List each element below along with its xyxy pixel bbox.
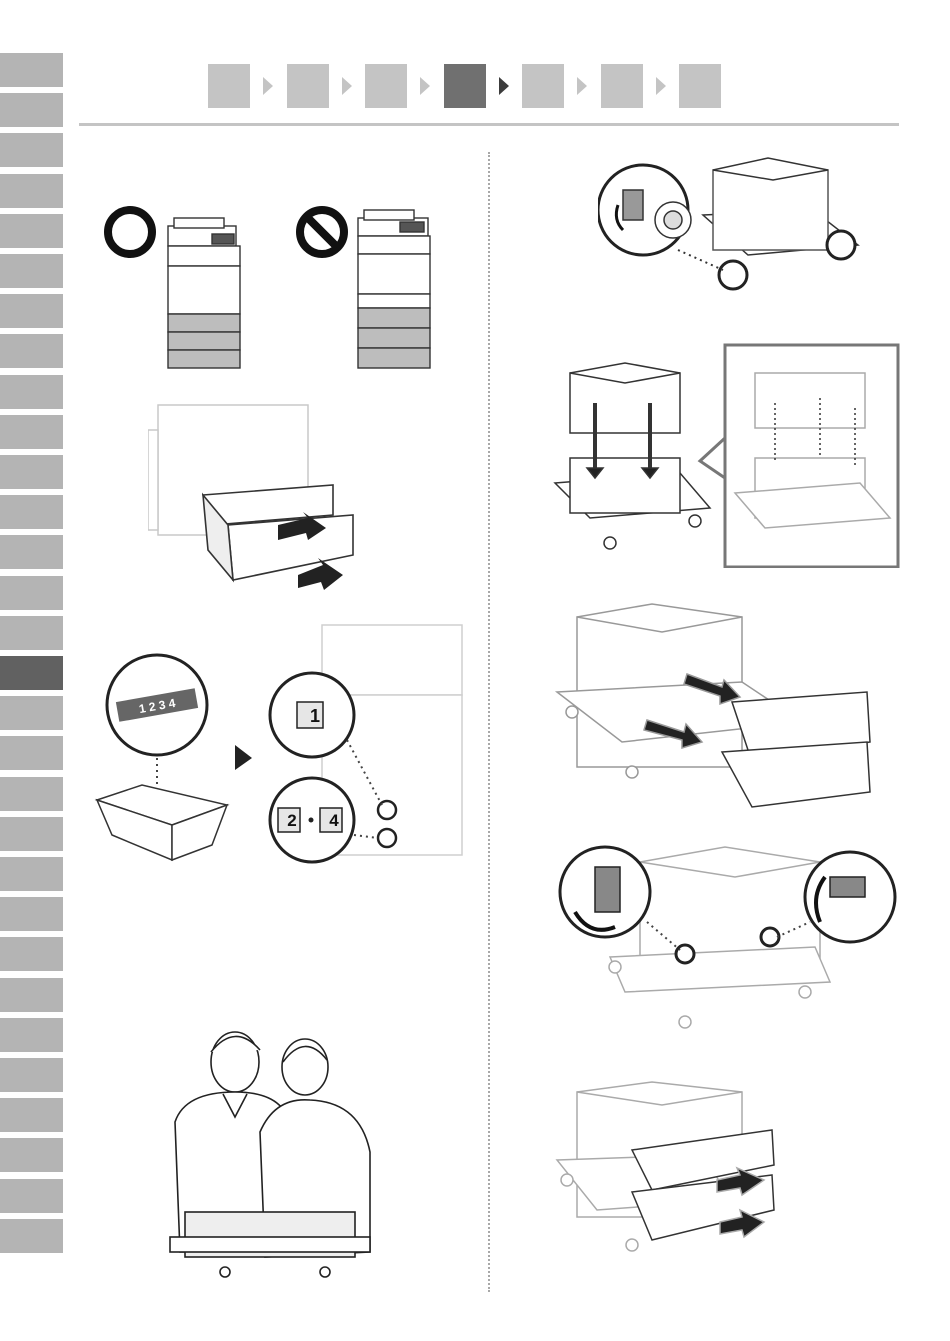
sidebar-tab[interactable] <box>0 857 63 891</box>
sidebar-tab[interactable] <box>0 777 63 811</box>
sidebar-tab[interactable] <box>0 1058 63 1092</box>
box-icon <box>97 785 227 860</box>
sidebar-tab[interactable] <box>0 1018 63 1052</box>
sidebar-tab[interactable] <box>0 978 63 1012</box>
sidebar-tab[interactable] <box>0 53 63 87</box>
step-box-active <box>444 64 486 108</box>
sidebar-tab[interactable] <box>0 897 63 931</box>
step-arrow-icon <box>499 77 509 95</box>
insert-drawers-illustration <box>148 400 370 595</box>
next-arrow-icon <box>235 745 252 770</box>
sidebar-tab[interactable] <box>0 1219 63 1253</box>
step-box <box>601 64 643 108</box>
step-arrow-icon <box>342 77 352 95</box>
step-box <box>365 64 407 108</box>
sidebar-tab[interactable] <box>0 415 63 449</box>
sidebar-tab[interactable] <box>0 133 63 167</box>
sidebar-tab[interactable] <box>0 1179 63 1213</box>
step-box <box>208 64 250 108</box>
lock-casters-illustration <box>598 155 863 295</box>
sidebar-tab[interactable] <box>0 817 63 851</box>
sticker-2-label: 2 <box>287 811 296 830</box>
sticker-4-label: 4 <box>329 811 339 830</box>
sidebar-tab[interactable] <box>0 576 63 610</box>
stack-cassette-illustration <box>550 343 900 568</box>
step-box <box>679 64 721 108</box>
step-arrow-icon <box>263 77 273 95</box>
sidebar-tab[interactable] <box>0 334 63 368</box>
header-rule <box>79 123 899 126</box>
reinsert-drawers-illustration <box>552 1080 777 1255</box>
sticker-1-label: 1 <box>310 706 320 726</box>
step-box <box>522 64 564 108</box>
prohibited-icon <box>300 210 344 254</box>
remove-drawers-illustration <box>552 602 874 809</box>
step-arrow-icon <box>656 77 666 95</box>
sidebar-tab[interactable] <box>0 937 63 971</box>
sidebar-tab[interactable] <box>0 93 63 127</box>
stacking-rule-illustration <box>100 200 445 375</box>
sidebar-tab[interactable] <box>0 294 63 328</box>
sidebar-tab[interactable] <box>0 495 63 529</box>
sidebar-tab[interactable] <box>0 375 63 409</box>
sidebar-tab[interactable] <box>0 1138 63 1172</box>
two-person-lift-illustration <box>165 1022 380 1287</box>
step-arrow-icon <box>420 77 430 95</box>
sidebar-tab[interactable] <box>0 616 63 650</box>
sidebar-tab[interactable] <box>0 736 63 770</box>
sidebar-tab[interactable] <box>0 1098 63 1132</box>
step-box <box>287 64 329 108</box>
sidebar-tab[interactable] <box>0 214 63 248</box>
printer-two-drawers <box>168 218 240 368</box>
sticker-label-illustration: 1 2 3 4 1 2 4 <box>92 620 464 865</box>
secure-bracket-illustration <box>555 842 900 1037</box>
ok-circle-icon <box>108 210 152 254</box>
printer-three-drawers <box>358 210 430 368</box>
sidebar-tab[interactable] <box>0 696 63 730</box>
column-divider <box>488 152 490 1292</box>
sidebar-tab[interactable] <box>0 254 63 288</box>
sidebar-tab-active[interactable] <box>0 656 63 690</box>
sidebar-tab[interactable] <box>0 535 63 569</box>
step-arrow-icon <box>577 77 587 95</box>
sidebar-tab[interactable] <box>0 455 63 489</box>
sidebar-tab[interactable] <box>0 174 63 208</box>
